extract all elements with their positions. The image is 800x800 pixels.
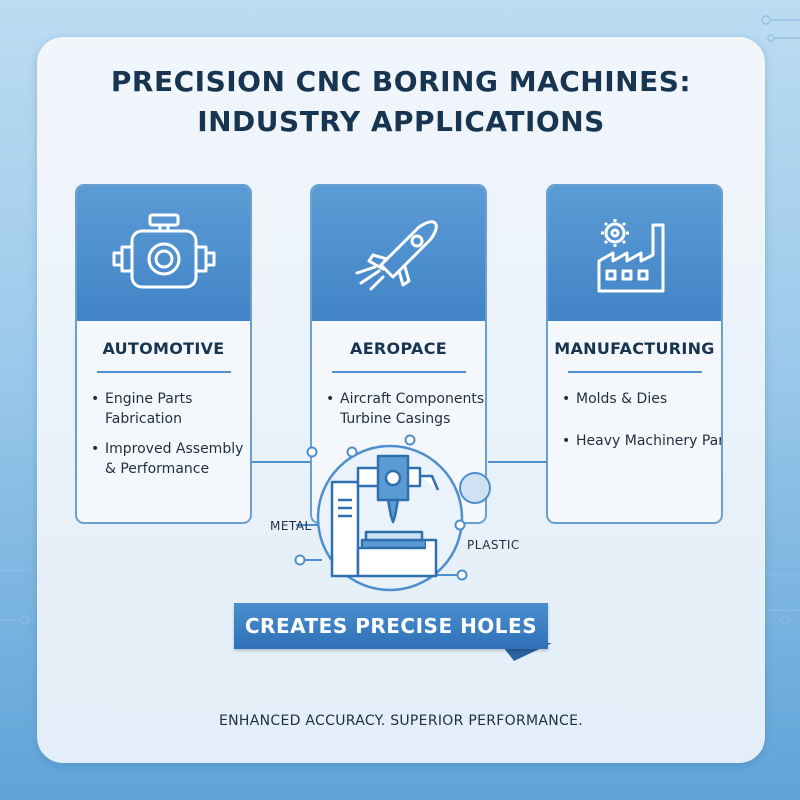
factory-icon <box>597 218 664 292</box>
card-manufacturing-header <box>548 186 721 321</box>
engine-icon <box>112 213 215 288</box>
list-item: Heavy Machinery Parts <box>562 431 721 451</box>
bullet-list: Aircraft Components Turbine Casings <box>312 373 485 429</box>
card-automotive[interactable]: AUTOMOTIVE Engine Parts Fabrication Impr… <box>75 184 252 524</box>
title-line-1: PRECISION CNC BORING MACHINES: <box>110 65 692 98</box>
divider <box>96 371 231 373</box>
card-aerospace-header <box>312 186 485 321</box>
rocket-icon <box>355 219 438 290</box>
divider <box>567 371 702 373</box>
bullet-list: Engine Parts Fabrication Improved Assemb… <box>77 373 250 479</box>
list-item: Improved Assembly & Performance <box>91 439 250 479</box>
material-label-metal: METAL <box>270 519 312 533</box>
card-aerospace[interactable]: AEROPACE Aircraft Components Turbine Cas… <box>310 184 487 524</box>
list-item: Aircraft Components Turbine Casings <box>326 389 485 429</box>
card-title: MANUFACTURING <box>554 339 715 358</box>
page-title: PRECISION CNC BORING MACHINES: INDUSTRY … <box>37 62 765 142</box>
material-label-plastic: PLASTIC <box>467 538 520 552</box>
divider <box>331 371 466 373</box>
list-item: Engine Parts Fabrication <box>91 389 250 429</box>
footer-tagline: ENHANCED ACCURACY. SUPERIOR PERFORMANCE. <box>218 713 583 729</box>
card-automotive-header <box>77 186 250 321</box>
title-line-2: INDUSTRY APPLICATIONS <box>197 105 605 138</box>
creates-precise-holes-banner: CREATES PRECISE HOLES <box>234 603 548 649</box>
card-title: AEROPACE <box>350 339 447 358</box>
list-item: Molds & Dies <box>562 389 721 409</box>
card-title: AUTOMOTIVE <box>102 339 225 358</box>
card-manufacturing[interactable]: MANUFACTURING Molds & Dies Heavy Machine… <box>546 184 723 524</box>
bullet-list: Molds & Dies Heavy Machinery Parts <box>548 373 721 451</box>
